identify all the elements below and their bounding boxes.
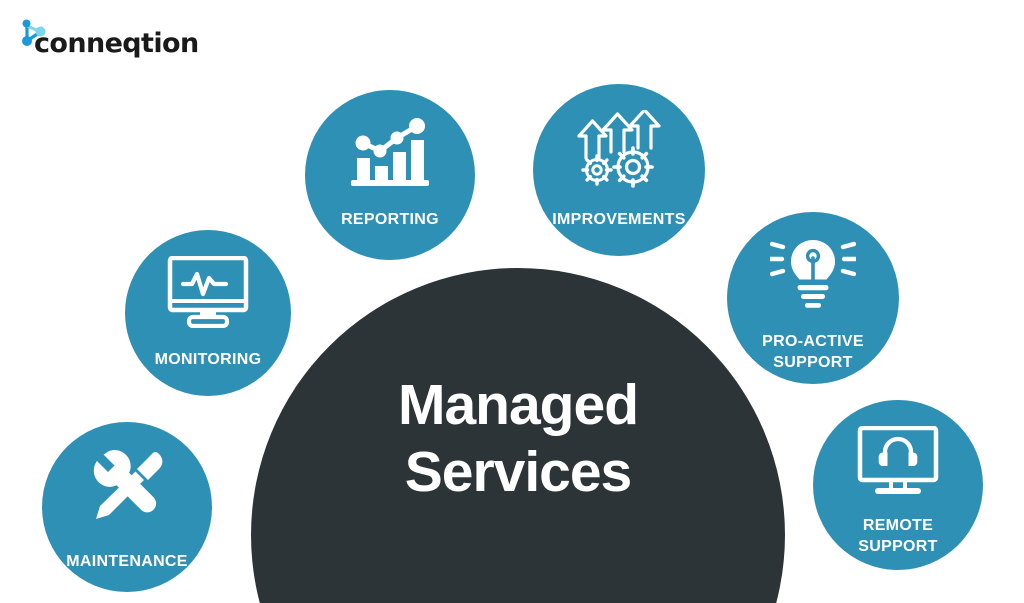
- monitor-headset-icon: [856, 425, 940, 503]
- lightbulb-rays-icon: [767, 234, 859, 321]
- service-bubble-proactive-support[interactable]: PRO-ACTIVE SUPPORT: [727, 212, 899, 384]
- service-label: REMOTE SUPPORT: [858, 517, 938, 556]
- page-title: Managed Services: [397, 373, 639, 505]
- service-bubble-remote-support[interactable]: REMOTE SUPPORT: [813, 400, 983, 570]
- brand-logo: conneqtion: [16, 16, 216, 60]
- brand-name: conneqtion: [34, 28, 199, 59]
- bar-chart-trend-icon: [347, 118, 433, 195]
- monitor-pulse-icon: [166, 255, 250, 333]
- service-label: REPORTING: [341, 211, 439, 228]
- service-label: MONITORING: [154, 351, 262, 368]
- network-nodes-icon: [16, 16, 50, 50]
- service-bubble-monitoring[interactable]: MONITORING: [125, 230, 291, 396]
- service-bubble-improvements[interactable]: IMPROVEMENTS: [533, 84, 705, 256]
- wrench-screwdriver-icon: [85, 448, 169, 533]
- service-label: MAINTENANCE: [66, 553, 188, 570]
- service-bubble-reporting[interactable]: REPORTING: [305, 90, 475, 260]
- service-label: PRO-ACTIVE SUPPORT: [762, 333, 864, 372]
- arrows-gears-icon: [571, 108, 667, 195]
- service-bubble-maintenance[interactable]: MAINTENANCE: [42, 422, 212, 592]
- service-label: IMPROVEMENTS: [552, 211, 686, 228]
